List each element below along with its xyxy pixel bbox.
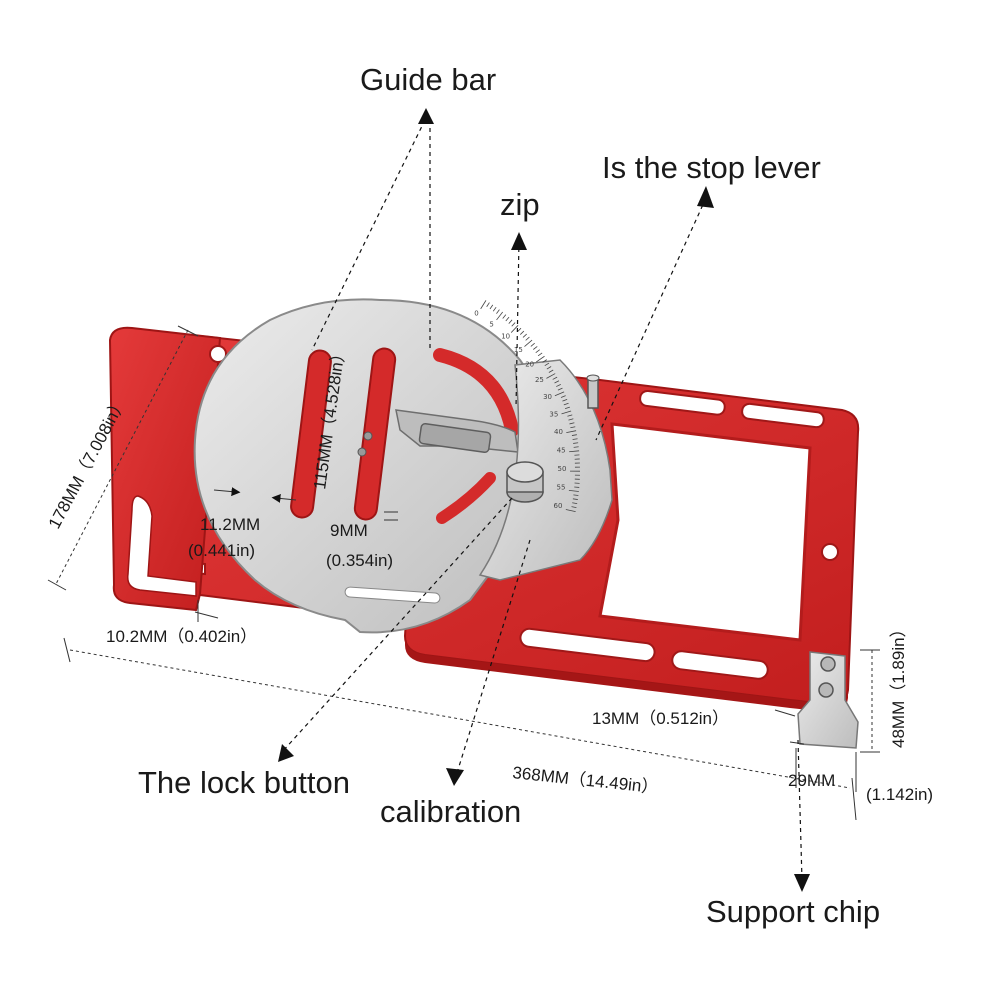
scale-tick — [533, 346, 538, 350]
dim-29mm-in: (1.142in) — [866, 785, 933, 804]
dimension-lines — [47, 325, 880, 821]
guide-bar-right — [353, 347, 397, 521]
label-zip: zip — [500, 187, 540, 222]
scale-label: 25 — [535, 376, 544, 384]
scale-tick — [572, 502, 578, 504]
scale-tick — [567, 414, 573, 417]
guide-bar-left — [290, 349, 332, 519]
scale-tick — [562, 399, 568, 402]
dim-48mm: 48MM（1.89in） — [889, 620, 908, 748]
scale-tick — [570, 426, 576, 429]
scale-tick — [566, 430, 577, 434]
dim-9mm-in: (0.354in) — [326, 551, 393, 570]
zip-clamp — [357, 409, 519, 457]
dim-13mm: 13MM（0.512in） — [592, 709, 729, 728]
scale-label: 50 — [558, 465, 567, 473]
scale-tick — [569, 450, 580, 453]
scale-label: 15 — [514, 346, 523, 354]
scale-tick — [573, 442, 579, 444]
scale-tick — [489, 304, 494, 310]
dim-9mm: 9MM — [330, 521, 368, 540]
scale-tick — [561, 410, 572, 415]
dim-10-2mm: 10.2MM（0.402in） — [106, 627, 257, 646]
scale-tick — [571, 434, 577, 436]
scale-tick — [505, 316, 510, 322]
lock-button-knob — [506, 461, 544, 503]
dim-368mm: 368MM（14.49in） — [512, 763, 660, 797]
label-support-chip: Support chip — [706, 894, 880, 929]
dim-11-2mm-in: (0.441in) — [188, 541, 255, 560]
steel-disc — [193, 298, 551, 634]
scale-tick — [492, 306, 497, 312]
support-chip — [797, 651, 859, 749]
scale-tick — [565, 509, 576, 512]
scale-tick — [557, 387, 563, 391]
scale-tick — [535, 349, 540, 353]
scale-tick — [536, 355, 545, 363]
scale-tick — [573, 494, 579, 496]
scale-label: 40 — [554, 428, 563, 436]
callout-leaders — [281, 119, 803, 881]
scale-label: 60 — [554, 502, 563, 510]
scale-tick — [554, 391, 565, 397]
scale-tick — [572, 498, 578, 500]
scale-tick — [524, 339, 533, 347]
scale-tick — [508, 319, 513, 324]
scale-tick — [542, 359, 547, 363]
callout-arrowheads — [278, 108, 810, 892]
scale-tick — [560, 395, 566, 398]
scale-tick — [554, 380, 560, 384]
scale-tick — [573, 446, 579, 448]
scale-label: 0 — [474, 310, 478, 318]
scale-label: 45 — [557, 447, 566, 455]
scale-tick — [569, 422, 575, 425]
scale-label: 35 — [549, 410, 558, 418]
scale-tick — [502, 314, 507, 319]
scale-tick — [563, 402, 569, 406]
scale-label: 10 — [501, 332, 510, 340]
scale-tick — [525, 336, 530, 341]
scale-tick — [556, 384, 561, 387]
scale-tick — [537, 352, 543, 357]
scale-tick — [496, 309, 500, 314]
dim-29mm: 29MM — [788, 771, 835, 790]
scale-tick — [530, 342, 535, 347]
scale-tick — [568, 490, 579, 492]
scale-tick — [522, 333, 527, 338]
scale-tick — [480, 300, 487, 310]
scale-tick — [564, 406, 570, 410]
scale-label: 5 — [489, 320, 493, 328]
scale-label: 30 — [543, 393, 552, 401]
scale-tick — [546, 373, 556, 379]
scale-label: 55 — [556, 484, 565, 492]
label-calibration: calibration — [380, 794, 521, 829]
scale-tick — [519, 330, 525, 335]
scale-tick — [544, 362, 550, 367]
scale-tick — [511, 322, 516, 327]
scale-tick — [568, 418, 574, 421]
scale-tick — [571, 506, 577, 508]
scale-tick — [510, 325, 519, 333]
label-stop-lever: Is the stop lever — [602, 150, 821, 185]
scale-tick — [552, 376, 558, 380]
label-lock-button: The lock button — [138, 765, 350, 800]
stop-lever-pin — [586, 374, 600, 409]
scale-label: 20 — [525, 360, 534, 368]
scale-tick — [496, 311, 503, 321]
label-guide-bar: Guide bar — [360, 62, 496, 97]
scale-tick — [572, 438, 578, 440]
dim-11-2mm: 11.2MM — [200, 515, 260, 534]
scale-tick — [486, 302, 490, 307]
scale-tick — [548, 369, 554, 373]
scale-tick — [517, 327, 522, 332]
scale-tick — [546, 366, 552, 370]
